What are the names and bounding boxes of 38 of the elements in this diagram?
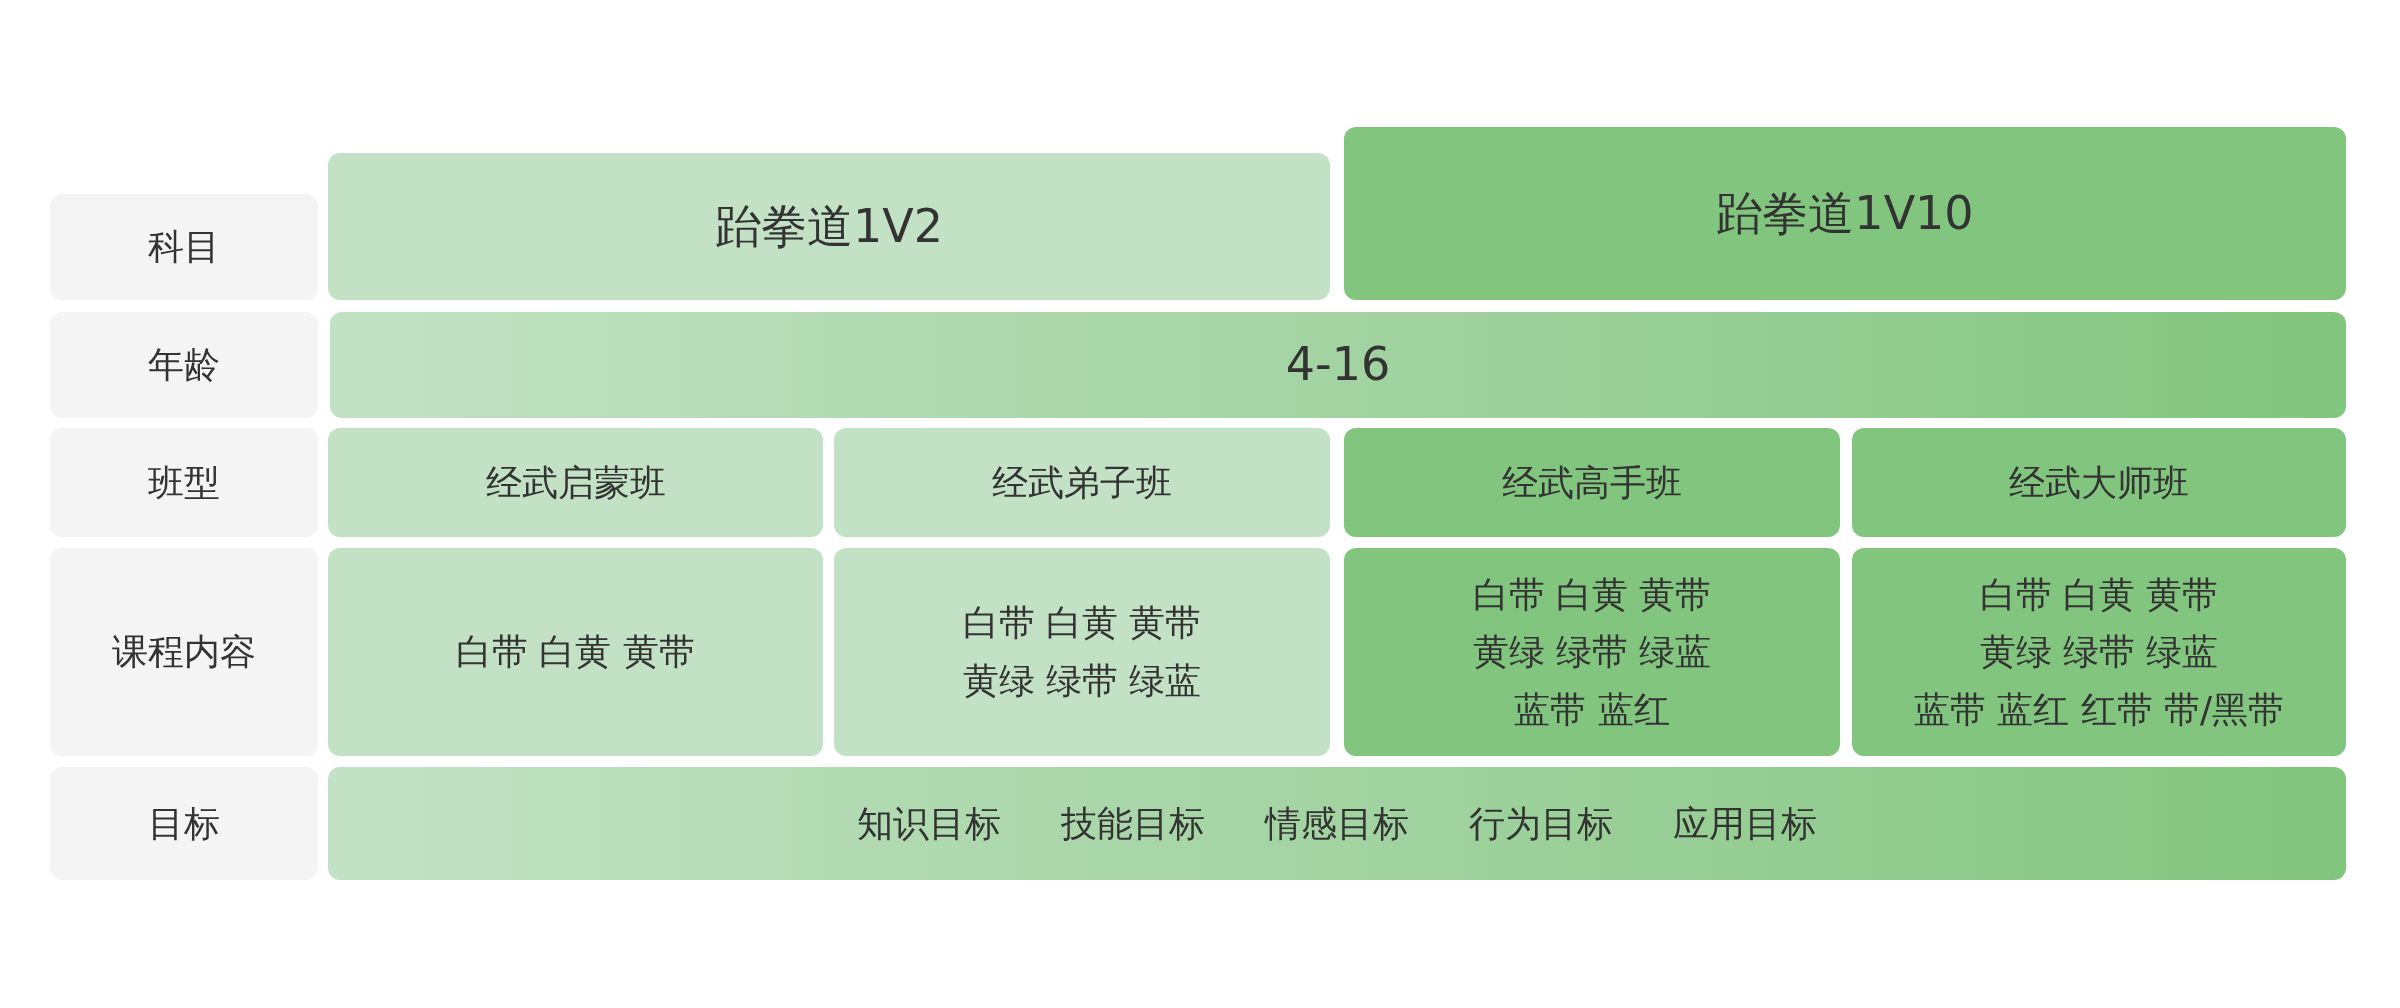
goal-band: [328, 767, 2346, 880]
header-label: 年龄: [148, 343, 220, 388]
cell-text: 黄绿 绿带 绿蓝: [962, 659, 1202, 703]
class-cell: [1852, 428, 2346, 537]
content-cell: [1344, 548, 1840, 756]
cell-text: 白带 白黄 黄带: [1979, 572, 2219, 617]
goal-label: 应用目标: [1673, 801, 1817, 846]
goal-label: 情感目标: [1265, 801, 1409, 846]
cell-text: 跆拳道1V2: [715, 197, 943, 255]
cell-text: 白带 白黄 黄带: [962, 601, 1202, 646]
cell-text: 黄绿 绿带 绿蓝: [1979, 630, 2219, 675]
content-cell: [834, 548, 1330, 756]
cell-text: 经武高手班: [1502, 460, 1682, 505]
goal-label: 技能目标: [1061, 801, 1205, 846]
goal-label: 知识目标: [857, 801, 1001, 846]
subject-cell: [1344, 127, 2346, 300]
age-band: [330, 312, 2346, 418]
header-label: 目标: [148, 801, 220, 846]
header-label: 科目: [148, 225, 220, 270]
class-cell: [328, 428, 823, 537]
header-label: 课程内容: [112, 630, 256, 675]
header-label: 班型: [148, 460, 220, 505]
cell-text: 蓝带 蓝红: [1514, 687, 1670, 732]
cell-text: 4-16: [1285, 336, 1391, 394]
goal-label: 行为目标: [1469, 801, 1613, 846]
cell-text: 经武大师班: [2009, 460, 2189, 505]
content-cell: [1852, 548, 2346, 756]
cell-text: 蓝带 蓝红 红带 带/黑带: [1913, 687, 2285, 732]
cell-text: 经武启蒙班: [485, 460, 666, 505]
class-cell: [1344, 428, 1840, 537]
cell-text: 黄绿 绿带 绿蓝: [1472, 630, 1712, 675]
content-cell: [328, 548, 823, 756]
cell-text: 白带 白黄 黄带: [456, 630, 695, 675]
subject-cell: [328, 153, 1330, 300]
cell-text: 经武弟子班: [992, 460, 1172, 505]
class-cell: [834, 428, 1330, 537]
cell-text: 跆拳道1V10: [1716, 184, 1974, 242]
cell-text: 白带 白黄 黄带: [1472, 572, 1712, 617]
